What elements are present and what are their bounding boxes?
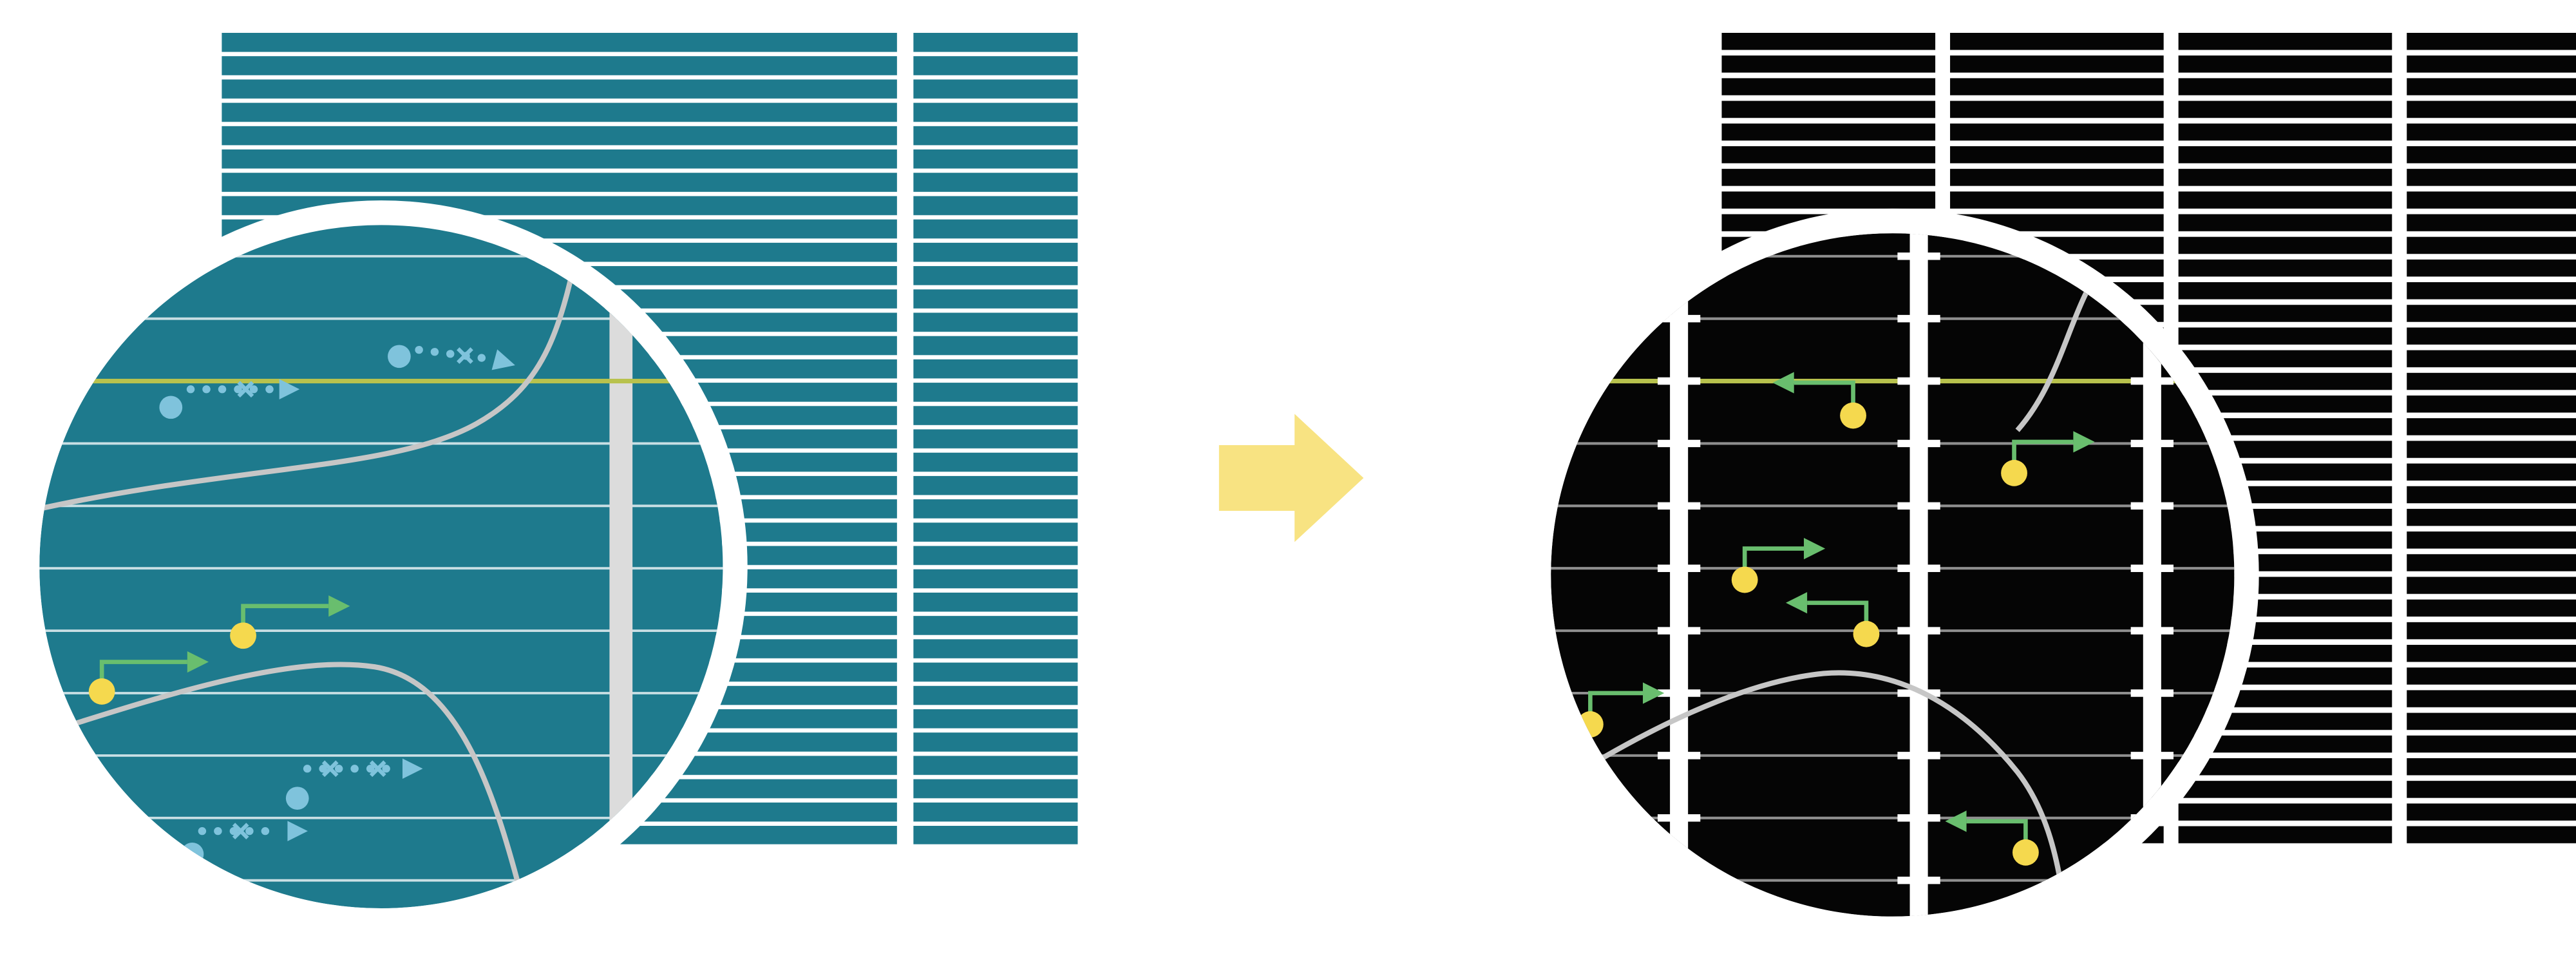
recombination-trail [159, 379, 300, 419]
electron-dot [285, 787, 309, 810]
transition-arrow [1218, 414, 1364, 542]
block-right-arrow-icon [1218, 414, 1364, 542]
collection-marker [2001, 431, 2095, 486]
electron-dot [388, 345, 411, 368]
grain-boundaries-right [1551, 233, 2176, 901]
carrier-dot [88, 678, 115, 705]
magnifier-ring [14, 200, 748, 933]
collection-marker [88, 651, 209, 705]
collection-marker [1731, 538, 1826, 593]
carrier-dot [1840, 402, 1866, 429]
right-cell-pane [2407, 32, 2576, 845]
left-cell-side-pane [913, 32, 1078, 845]
grain-boundaries-left [39, 225, 588, 901]
left-zoom-busbar [609, 225, 633, 909]
carrier-dot [1853, 620, 1880, 647]
left-magnifier [14, 200, 748, 933]
electron-dot [159, 396, 183, 419]
grain-boundary [1551, 670, 2067, 901]
recombination-trail [285, 758, 423, 810]
collection-marker [1772, 372, 1866, 429]
carrier-dot [230, 622, 256, 649]
collection-marker [1945, 810, 2039, 866]
grain-boundary [39, 662, 526, 901]
carrier-dot [2001, 459, 2027, 486]
right-zoom-busbar [1657, 233, 1701, 917]
collection-marker [1785, 592, 1880, 647]
recombination-trail [388, 345, 518, 376]
carrier-dot [1731, 566, 1758, 593]
collection-marker [230, 595, 350, 649]
left-zoom-background [39, 225, 723, 909]
left-magnifier-content [39, 225, 723, 909]
right-magnifier [1526, 208, 2259, 942]
carrier-dot [2012, 839, 2039, 866]
grain-boundary [39, 225, 588, 515]
magnifier-ring [1526, 208, 2259, 942]
right-zoom-busbar [1897, 233, 1940, 917]
grain-boundary [2015, 233, 2176, 432]
right-zoom-background [1551, 233, 2235, 917]
